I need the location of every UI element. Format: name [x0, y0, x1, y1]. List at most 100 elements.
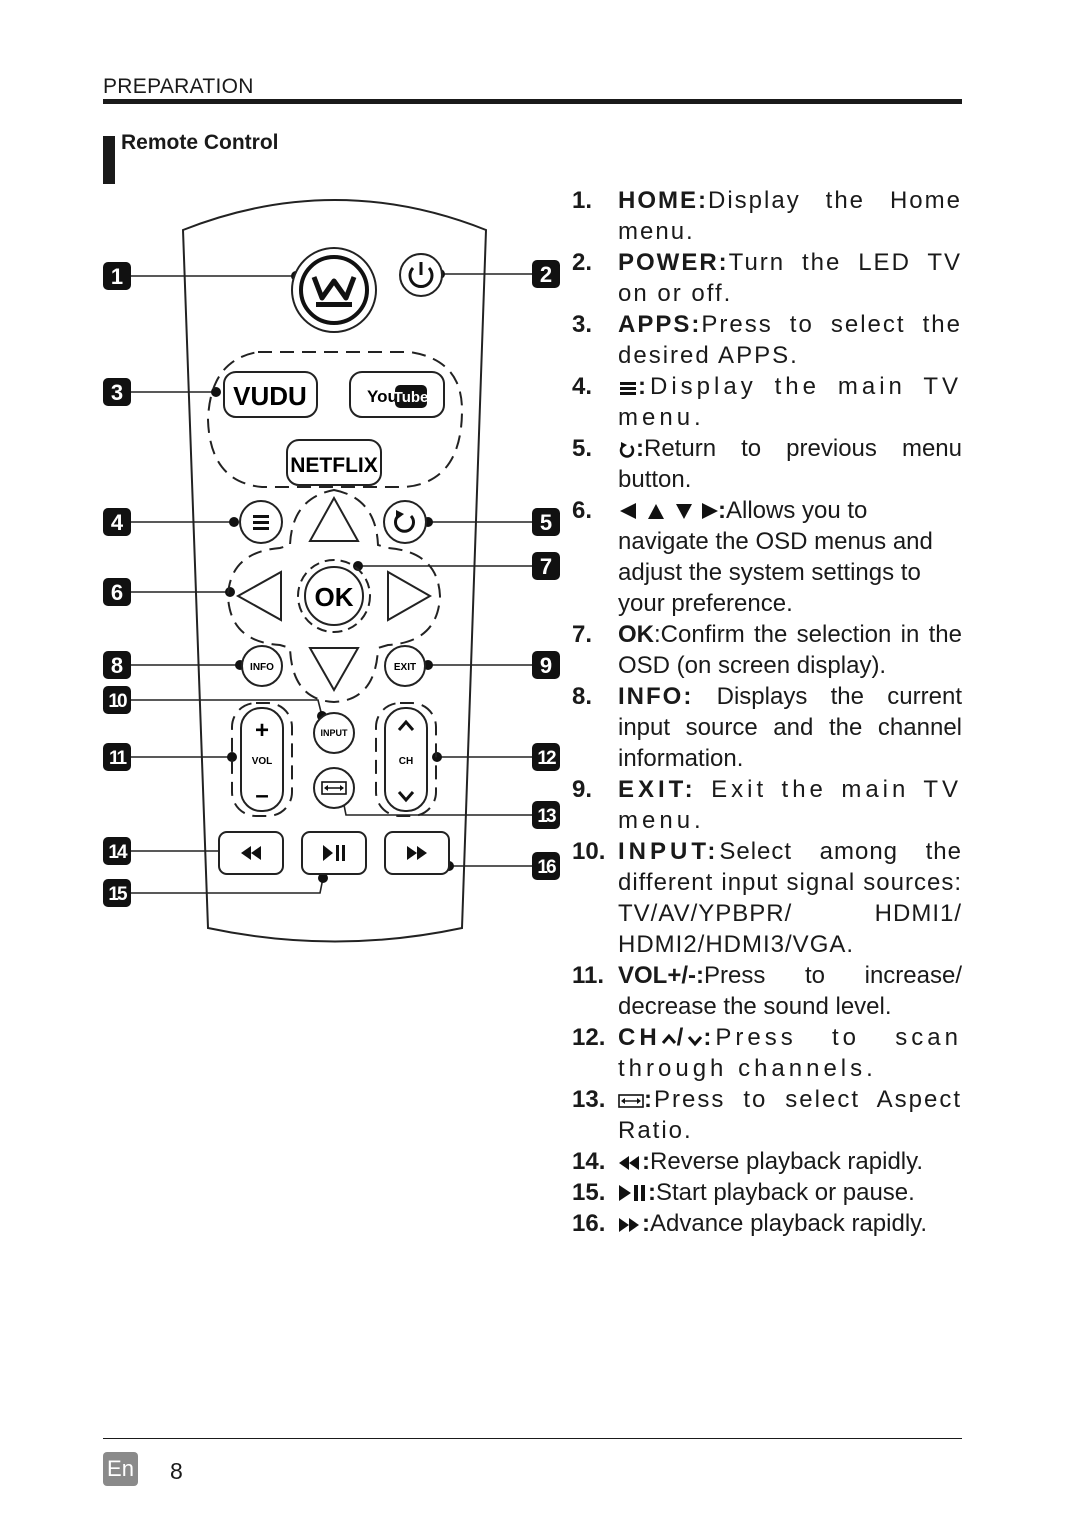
legend-text: Press to select the desired APPS.: [618, 311, 962, 369]
exit-label: EXIT: [394, 662, 416, 673]
vudu-label: VUDU: [233, 381, 307, 411]
callout-10-label: 10: [108, 691, 127, 712]
legend-term: :: [638, 373, 650, 400]
callout-7: 7: [532, 552, 560, 580]
youtube-button: You Tube: [349, 371, 445, 418]
legend-item-return: 5. :Return to previous menu button.: [572, 433, 962, 495]
legend-item-ok: 7. OK:Confirm the selection in the OSD (…: [572, 619, 962, 681]
legend-text: Display the main TV menu.: [618, 373, 962, 431]
callout-15-label: 15: [108, 884, 128, 905]
vol-minus-label: –: [255, 782, 268, 809]
legend-text: Press to select Aspect Ratio.: [618, 1086, 962, 1144]
info-label: INFO: [250, 662, 274, 673]
callout-14-label: 14: [108, 842, 128, 863]
callout-13: 13: [532, 801, 560, 829]
legend-number: 9.: [572, 776, 593, 803]
header-rule: [103, 99, 962, 104]
legend-text: Turn the LED TV on or off.: [618, 249, 962, 307]
ok-button: OK: [297, 559, 371, 633]
apps-area: [206, 351, 464, 488]
legend-text: Press to increase/ decrease the sound le…: [618, 962, 962, 1020]
callout-13-label: 13: [537, 806, 556, 827]
callout-14: 14: [103, 837, 131, 865]
subsection-marker: [103, 136, 115, 184]
legend-text: Select among the different input signal …: [618, 838, 962, 958]
legend-item-input: 10. INPUT:Select among the different inp…: [572, 836, 962, 960]
callout-4-label: 4: [111, 510, 124, 535]
legend-number: 5.: [572, 435, 593, 462]
legend-item-fast-forward: 16. :Advance playback rapidly.: [572, 1208, 962, 1239]
legend-term: :: [636, 435, 644, 462]
footer-rule: [103, 1438, 962, 1439]
left-arrow: [235, 570, 282, 622]
callout-6: 6: [103, 578, 131, 606]
legend-number: 4.: [572, 373, 593, 400]
legend-text: Press to scan through channels.: [618, 1024, 962, 1082]
legend-item-rewind: 14. :Reverse playback rapidly.: [572, 1146, 962, 1177]
legend-term: /: [676, 1024, 688, 1051]
menu-icon: [620, 382, 636, 395]
netflix-button: NETFLIX: [286, 439, 382, 486]
callout-11: 11: [103, 743, 131, 771]
legend-term: APPS:: [618, 311, 702, 338]
legend-text: Allows you to navigate the OSD menus and…: [618, 497, 933, 617]
legend-text: Display the Home menu.: [618, 187, 962, 245]
legend-item-volume: 11. VOL+/-:Press to increase/ decrease t…: [572, 960, 962, 1022]
button-legend: 1. HOME:Display the Home menu. 2. POWER:…: [572, 185, 962, 1239]
right-arrow: [387, 570, 433, 622]
up-arrow: [308, 495, 360, 542]
subsection-title: Remote Control: [121, 131, 279, 154]
legend-text: Advance playback rapidly.: [650, 1210, 928, 1237]
callout-9: 9: [532, 651, 560, 679]
home-button: [291, 247, 377, 333]
legend-item-play-pause: 15. :Start playback or pause.: [572, 1177, 962, 1208]
legend-term: EXIT:: [618, 776, 697, 803]
volume-rocker: + VOL –: [231, 702, 293, 817]
fast-forward-icon: [619, 1218, 639, 1232]
legend-item-navigation: 6. :Allows you to navigate the OSD menus…: [572, 495, 962, 619]
power-button: [399, 253, 443, 297]
rewind-icon: [619, 1156, 639, 1170]
legend-text: Return to previous menu button.: [618, 435, 962, 493]
legend-term: :: [644, 1086, 654, 1113]
vol-plus-label: +: [255, 717, 269, 744]
callout-4: 4: [103, 508, 131, 536]
vudu-button: VUDU: [223, 371, 318, 418]
chevron-up-icon: [661, 1033, 676, 1044]
callout-11-label: 11: [109, 748, 128, 769]
navigation-arrows-icon: [620, 503, 718, 519]
legend-term: INPUT:: [618, 838, 720, 865]
legend-term: OK: [618, 621, 654, 648]
callout-12: 12: [532, 743, 560, 771]
legend-number: 1.: [572, 187, 593, 214]
callout-12-label: 12: [537, 748, 556, 769]
legend-item-apps: 3. APPS:Press to select the desired APPS…: [572, 309, 962, 371]
legend-number: 2.: [572, 249, 593, 276]
legend-term: :: [718, 497, 726, 524]
youtube-tube-label: Tube: [394, 389, 429, 406]
callout-8-label: 8: [111, 653, 123, 678]
language-badge: En: [103, 1452, 138, 1486]
callout-5-label: 5: [540, 510, 552, 535]
legend-term: :: [703, 1024, 716, 1051]
legend-number: 10.: [572, 838, 606, 865]
legend-term: HOME:: [618, 187, 708, 214]
return-icon: [619, 442, 635, 458]
legend-term: INFO:: [618, 683, 694, 710]
legend-item-power: 2. POWER:Turn the LED TV on or off.: [572, 247, 962, 309]
legend-number: 14.: [572, 1148, 606, 1175]
youtube-you-label: You: [367, 387, 398, 406]
channel-rocker: CH: [375, 702, 437, 817]
play-pause-icon: [619, 1185, 645, 1201]
callout-16: 16: [532, 852, 560, 880]
page-number: 8: [170, 1458, 183, 1484]
legend-term: CH: [618, 1024, 661, 1051]
netflix-label: NETFLIX: [290, 454, 378, 477]
legend-number: 8.: [572, 683, 593, 710]
fast-forward-button: [384, 831, 450, 875]
callout-5: 5: [532, 508, 560, 536]
callout-9-label: 9: [540, 653, 552, 678]
dpad-outline: [226, 488, 442, 704]
legend-number: 15.: [572, 1179, 606, 1206]
input-button: INPUT: [313, 712, 355, 754]
